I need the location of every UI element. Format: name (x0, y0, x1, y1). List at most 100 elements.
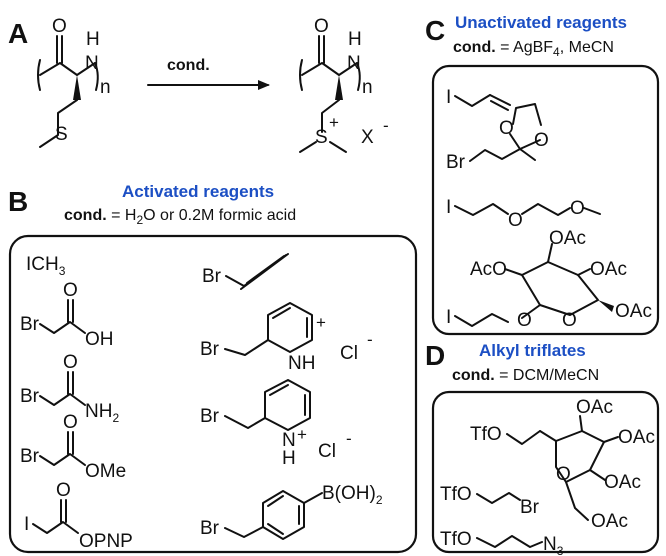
svg-text:Cl: Cl (340, 343, 358, 364)
svg-text:I: I (446, 87, 451, 108)
svg-text:B(OH)2: B(OH)2 (322, 483, 383, 507)
product-counterion: X (361, 127, 374, 148)
svg-text:O: O (562, 310, 577, 331)
svg-text:O: O (63, 412, 78, 433)
panel-b-heading: Activated reagents (122, 182, 274, 201)
product-sulfur: S (315, 127, 328, 148)
reactant-oxygen: O (52, 16, 67, 37)
svg-text:Br: Br (200, 339, 220, 360)
reactant-structure: O N H n S (37, 16, 111, 148)
panel-c: C Unactivated reagents cond. = AgBF4, Me… (425, 13, 660, 336)
svg-text:OAc: OAc (591, 511, 628, 532)
svg-text:TfO: TfO (440, 484, 472, 505)
svg-text:NH2: NH2 (85, 401, 119, 425)
svg-text:+: + (316, 313, 326, 332)
panel-d-heading: Alkyl triflates (479, 341, 586, 360)
reactant-n: n (100, 77, 111, 98)
svg-text:Cl: Cl (318, 441, 336, 462)
product-plus: + (329, 113, 339, 132)
reagent-3-pyridinium: Br NH + Cl - (200, 302, 373, 374)
svg-text:OAc: OAc (576, 397, 613, 418)
svg-text:I: I (446, 307, 451, 328)
svg-text:TfO: TfO (470, 424, 502, 445)
svg-text:NH: NH (288, 353, 315, 374)
reactant-sulfur: S (55, 124, 68, 145)
panel-b-conditions: cond. = H2O or 0.2M formic acid (64, 207, 296, 227)
svg-text:Br: Br (200, 406, 220, 427)
product-oxygen: O (314, 16, 329, 37)
svg-text:O: O (63, 280, 78, 301)
svg-text:N3: N3 (543, 534, 564, 556)
svg-text:-: - (346, 429, 352, 448)
reagent-glycosyl-triflate: TfO O OAc OAc OAc OAc (470, 397, 655, 532)
reagent-azidopropyl-triflate: TfO N3 (440, 529, 564, 556)
panel-d-conditions: cond. = DCM/MeCN (452, 367, 599, 384)
reagent-pnp-iodoacetate: I O OPNP (24, 480, 133, 552)
reagent-2-pyridinium: Br N H + Cl - (200, 379, 352, 469)
reagent-bromoacetic-acid: Br O OH (20, 280, 114, 350)
product-nitrogen: N (347, 53, 361, 74)
svg-text:Br: Br (20, 386, 40, 407)
svg-text:O: O (63, 352, 78, 373)
svg-text:+: + (297, 425, 307, 444)
svg-text:N: N (282, 430, 296, 451)
product-n: n (362, 77, 373, 98)
panel-d-box (431, 390, 660, 554)
svg-text:O: O (570, 198, 585, 219)
reagent-iodomethane: ICH3 (26, 254, 66, 278)
svg-text:Br: Br (446, 152, 466, 173)
svg-text:I: I (446, 197, 451, 218)
svg-text:O: O (499, 118, 514, 139)
product-hydrogen: H (348, 29, 362, 50)
svg-text:TfO: TfO (440, 529, 472, 550)
product-minus: - (383, 116, 389, 135)
svg-text:O: O (534, 130, 549, 151)
reagent-bromoacetamide: Br O NH2 (20, 352, 119, 425)
svg-text:Br: Br (200, 518, 220, 539)
svg-text:OAc: OAc (590, 259, 627, 280)
svg-text:Br: Br (520, 497, 540, 518)
reactant-hydrogen: H (86, 29, 100, 50)
svg-text:O: O (517, 310, 532, 331)
panel-letter-c: C (425, 15, 445, 46)
panel-c-heading: Unactivated reagents (455, 13, 627, 32)
panel-b: B Activated reagents cond. = H2O or 0.2M… (8, 182, 418, 554)
product-structure: O N H n S + X - (299, 16, 389, 153)
svg-text:H: H (282, 448, 296, 469)
reagent-boronic-acid: Br B(OH)2 (200, 483, 383, 540)
svg-text:OAc: OAc (618, 427, 655, 448)
svg-text:OAc: OAc (549, 228, 586, 249)
reagent-propargyl-bromide: Br (202, 253, 289, 290)
svg-text:Br: Br (202, 266, 222, 287)
svg-text:O: O (556, 464, 571, 485)
svg-text:OH: OH (85, 329, 114, 350)
arrow-label: cond. (167, 57, 210, 74)
svg-text:OMe: OMe (85, 461, 126, 482)
svg-text:-: - (367, 330, 373, 349)
svg-text:Br: Br (20, 314, 40, 335)
panel-a: A O N H n S cond. (8, 16, 389, 153)
panel-letter-d: D (425, 340, 445, 371)
svg-text:OAc: OAc (604, 472, 641, 493)
panel-letter-b: B (8, 186, 28, 217)
reagent-allyl-iodide: I (446, 87, 511, 111)
reagent-bromoethyl-triflate: TfO Br (440, 484, 540, 518)
panel-letter-a: A (8, 18, 28, 49)
svg-text:AcO: AcO (470, 259, 507, 280)
svg-text:OPNP: OPNP (79, 531, 133, 552)
reactant-nitrogen: N (85, 53, 99, 74)
svg-text:OAc: OAc (615, 301, 652, 322)
reagent-bromo-dioxolane: Br O O (446, 103, 549, 173)
panel-d: D Alkyl triflates cond. = DCM/MeCN TfO O… (425, 340, 660, 556)
svg-text:I: I (24, 514, 29, 535)
svg-text:O: O (508, 210, 523, 231)
svg-text:O: O (56, 480, 71, 501)
panel-b-box (8, 234, 418, 554)
reagent-glycoside-iodide: I O O OAc AcO OAc OAc (446, 228, 652, 331)
svg-text:Br: Br (20, 446, 40, 467)
panel-c-box (431, 64, 660, 336)
reagent-peg-iodide: I O O (446, 197, 601, 231)
panel-c-conditions: cond. = AgBF4, MeCN (453, 39, 614, 59)
reagent-methyl-bromoacetate: Br O OMe (20, 412, 126, 482)
